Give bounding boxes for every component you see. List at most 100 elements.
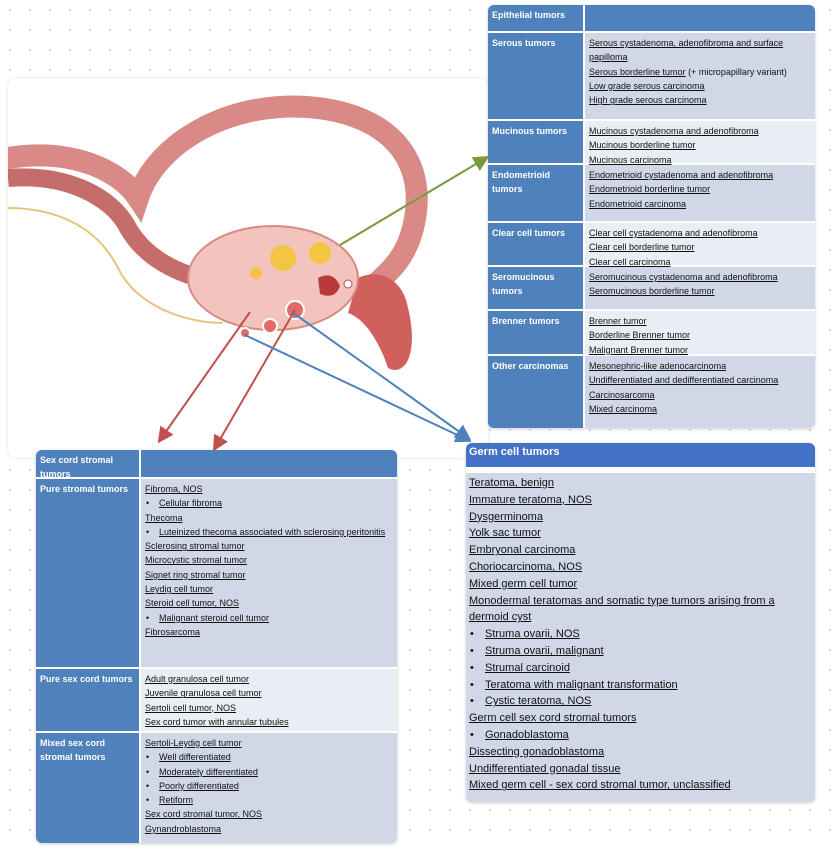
list-item[interactable]: Endometrioid carcinoma <box>589 198 687 209</box>
list-item[interactable]: Struma ovarii, NOS <box>469 626 812 643</box>
list-item[interactable]: Gynandroblastoma <box>145 823 222 834</box>
list-item[interactable]: Sclerosing stromal tumor <box>145 541 245 552</box>
list-item[interactable]: Sex cord stromal tumor, NOS <box>145 809 263 820</box>
list-item[interactable]: Gonadoblastoma <box>469 727 812 744</box>
list-item[interactable]: Endometrioid borderline tumor <box>589 184 711 195</box>
list-item[interactable]: Undifferentiated gonadal tissue <box>469 762 621 775</box>
list-item[interactable]: Juvenile granulosa cell tumor <box>145 688 262 699</box>
list-item[interactable]: Cystic teratoma, NOS <box>469 693 812 710</box>
list-item[interactable]: Fibroma, NOS <box>145 484 203 494</box>
cyst-icon <box>285 300 305 320</box>
cyst-icon <box>262 318 278 334</box>
list-item[interactable]: Sertoli cell tumor, NOS <box>145 702 237 713</box>
list-item[interactable]: Sertoli-Leydig cell tumor <box>145 738 242 748</box>
list-item[interactable]: Monodermal teratomas and somatic type tu… <box>469 594 775 624</box>
cyst-icon <box>343 279 353 289</box>
list-item[interactable]: Poorly differentiated <box>145 779 393 794</box>
list-item[interactable]: Well differentiated <box>145 750 393 765</box>
list-item[interactable]: Seromucinous borderline tumor <box>589 286 715 297</box>
row-label: Serous tumors <box>488 33 585 119</box>
list-item[interactable]: Dysgerminoma <box>469 510 543 523</box>
list-item[interactable]: Sex cord tumor with annular tubules <box>145 716 289 727</box>
list-item[interactable]: Immature teratoma, NOS <box>469 493 592 506</box>
list-item[interactable]: Teratoma with malignant transformation <box>469 677 812 694</box>
list-item[interactable]: Struma ovarii, malignant <box>469 643 812 660</box>
list-item[interactable]: Mucinous borderline tumor <box>589 140 696 151</box>
table-header: Sex cord stromal tumors <box>36 450 397 479</box>
row-label: Other carcinomas <box>488 356 585 428</box>
list-item[interactable]: Mucinous cystadenoma and adenofibroma <box>589 126 759 136</box>
list-item[interactable]: Malignant Brenner tumor <box>589 344 689 355</box>
list-item[interactable]: Clear cell cystadenoma and adenofibroma <box>589 228 758 238</box>
list-item[interactable]: Clear cell carcinoma <box>589 256 671 267</box>
list-item[interactable]: Yolk sac tumor <box>469 527 541 540</box>
row-label: Mixed sex cord stromal tumors <box>36 733 141 843</box>
follicle-icon <box>309 242 331 264</box>
list-item[interactable]: Serous borderline tumor (+ micropapillar… <box>589 66 787 77</box>
list-item[interactable]: Mixed germ cell - sex cord stromal tumor… <box>469 779 731 792</box>
list-item[interactable]: Clear cell borderline tumor <box>589 242 695 253</box>
list-item[interactable]: Serous cystadenoma, adenofibroma and sur… <box>589 38 784 63</box>
list-item[interactable]: Microcystic stromal tumor <box>145 555 248 566</box>
list-item[interactable]: Choriocarcinoma, NOS <box>469 560 583 573</box>
list-item[interactable]: Fibrosarcoma <box>145 626 201 637</box>
list-item[interactable]: Seromucinous cystadenoma and adenofibrom… <box>589 272 778 282</box>
row-label: Clear cell tumors <box>488 223 585 265</box>
row-label: Mucinous tumors <box>488 121 585 163</box>
list-item[interactable]: Luteinized thecoma associated with scler… <box>145 525 393 540</box>
table-row: Mucinous tumors Mucinous cystadenoma and … <box>488 119 815 165</box>
list-item[interactable]: Steroid cell tumor, NOS <box>145 598 240 609</box>
list-item[interactable]: Endometrioid cystadenoma and adenofibrom… <box>589 170 774 180</box>
follicle-icon <box>250 267 262 279</box>
list-item[interactable]: Strumal carcinoid <box>469 660 812 677</box>
table-row: Endometrioid tumors Endometrioid cystaden… <box>488 163 815 221</box>
list-item[interactable]: Low grade serous carcinoma <box>589 80 705 91</box>
list-item[interactable]: Mixed carcinoma <box>589 403 658 414</box>
list-item[interactable]: Malignant steroid cell tumor <box>145 611 393 626</box>
cyst-icon <box>239 327 251 339</box>
list-item[interactable]: Cellular fibroma <box>145 496 393 511</box>
list-item[interactable]: Mesonephric-like adenocarcinoma <box>589 361 727 371</box>
list-item[interactable]: Mixed germ cell tumor <box>469 577 578 590</box>
table-row: Pure sex cord tumors Adult granulosa cell… <box>36 667 397 731</box>
anatomy-illustration-card <box>0 78 488 458</box>
list-item[interactable]: Germ cell sex cord stromal tumors <box>469 712 637 725</box>
list-item[interactable]: Dissecting gonadoblastoma <box>469 745 605 758</box>
row-label: Endometrioid tumors <box>488 165 585 221</box>
list-item[interactable]: Teratoma, benign <box>469 477 554 489</box>
list-item[interactable]: Brenner tumor <box>589 316 647 326</box>
list-item[interactable]: Adult granulosa cell tumor <box>145 674 250 684</box>
list-item[interactable]: Retiform <box>145 793 393 808</box>
table-row: Clear cell tumors Clear cell cystadenoma … <box>488 221 815 267</box>
list-item[interactable]: Carcinosarcoma <box>589 389 655 400</box>
germ-title: Germ cell tumors <box>466 443 815 473</box>
fimbriae <box>348 274 412 370</box>
list-item[interactable]: Leydig cell tumor <box>145 584 214 595</box>
list-item[interactable]: Signet ring stromal tumor <box>145 569 246 580</box>
list-item[interactable]: Mucinous carcinoma <box>589 154 672 165</box>
corpus-luteum <box>318 275 340 296</box>
list-item[interactable]: Moderately differentiated <box>145 765 393 780</box>
list-item[interactable]: High grade serous carcinoma <box>589 95 707 106</box>
row-label: Pure stromal tumors <box>36 479 141 667</box>
list-item[interactable]: Thecoma <box>145 512 183 523</box>
table-title: Sex cord stromal tumors <box>36 450 141 479</box>
list-item[interactable]: Borderline Brenner tumor <box>589 330 691 341</box>
list-item[interactable]: Undifferentiated and dedifferentiated ca… <box>589 375 779 386</box>
ovary-illustration <box>0 95 428 370</box>
table-row: Pure stromal tumors Fibroma, NOS Cellular … <box>36 477 397 667</box>
table-title: Epithelial tumors <box>488 5 585 31</box>
table-header: Epithelial tumors <box>488 5 815 31</box>
list-item[interactable]: Embryonal carcinoma <box>469 544 576 557</box>
row-label: Pure sex cord tumors <box>36 669 141 731</box>
table-row: Mixed sex cord stromal tumors Sertoli-Ley… <box>36 731 397 843</box>
row-label: Brenner tumors <box>488 311 585 354</box>
follicle-icon <box>270 245 296 271</box>
table-row: Other carcinomas Mesonephric-like adenoca… <box>488 354 815 428</box>
